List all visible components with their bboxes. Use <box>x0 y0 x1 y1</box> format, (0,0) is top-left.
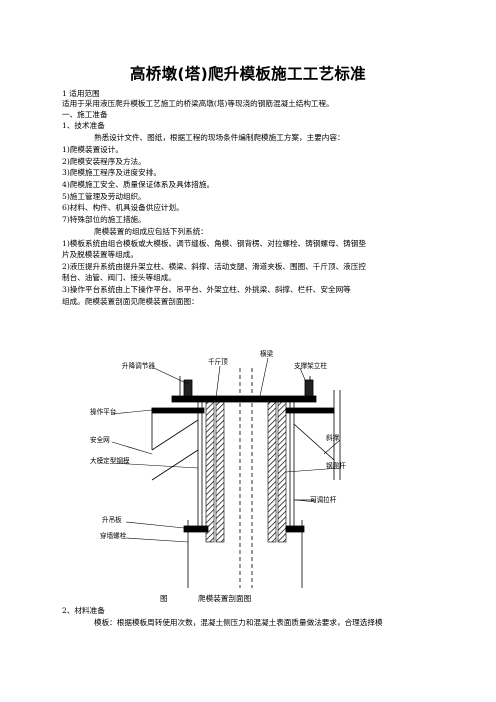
list-item: 7)特殊部位的施工措施。 <box>62 215 146 224</box>
formwork-section-drawing <box>111 357 341 588</box>
formwork-text: 模板：根据模板周转使用次数，混凝土侧压力和混凝土表面质量做法要求，合理选择模 <box>94 618 383 627</box>
list-item: 1)爬模装置设计。 <box>62 145 123 154</box>
label-formwork: 大模定型钢模 <box>90 457 130 465</box>
material-prep-heading: 2、材料准备 <box>62 606 105 615</box>
list-item: 3)爬模施工程序及进度安排。 <box>62 168 161 177</box>
label-adjustable-rod: 可调拉杆 <box>310 496 337 504</box>
list-item: 6)材料、构件、机具设备供应计划。 <box>62 203 184 212</box>
label-anchor-bolt: 穿墙螺栓 <box>100 532 127 540</box>
list-item: 4)爬模施工安全、质量保证体系及具体措施。 <box>62 180 215 189</box>
label-diagonal-brace: 斜撑 <box>326 434 340 442</box>
list-item: 1)模板系统由组合模板或大模板、调节缝板、角模、钢背楞、对拉螺栓、铸钢螺母、铸钢… <box>62 239 366 248</box>
list-item: 3)操作平台系统由上下操作平台、吊平台、外架立柱、外挑梁、斜撑、栏杆、安全网等 <box>62 285 351 294</box>
formwork-section-figure: 升降调节器 千斤顶 横梁 支撑架立柱 操作平台 安全网 大模定型钢模 斜撑 钢爬… <box>90 350 350 590</box>
figure-caption: 图 爬模装置剖面图 <box>160 593 279 604</box>
scope-text: 适用于采用液压爬升模板工艺施工的桥梁高墩(塔)等现浇的钢筋混凝土结构工程。 <box>62 99 334 108</box>
document-title: 高桥墩(塔)爬升模板施工工艺标准 <box>130 65 366 83</box>
label-operation-platform: 操作平台 <box>90 408 117 416</box>
systems-intro: 爬模装置的组成应包括下列系统： <box>94 227 208 236</box>
label-support-column: 支撑架立柱 <box>294 362 327 370</box>
label-lifting-plate: 升吊板 <box>102 516 122 524</box>
tech-prep-heading: 1、技术准备 <box>62 121 105 130</box>
section-preparation-heading: 一、施工准备 <box>62 110 108 119</box>
label-lifting-adjuster: 升降调节器 <box>122 362 155 370</box>
section-scope-heading: 1 适用范围 <box>62 89 100 98</box>
list-item-continued: 制台、油管、阀门、接头等组成。 <box>62 273 176 282</box>
label-jack: 千斤顶 <box>208 358 228 366</box>
label-steel-climbing-rod: 钢爬杆 <box>326 462 346 470</box>
figure-caption-prefix: 图 <box>160 594 168 603</box>
label-safety-net: 安全网 <box>90 436 110 444</box>
list-item: 2)爬模安装程序及方法。 <box>62 157 146 166</box>
list-item-continued: 片及脱模装置等组成。 <box>62 250 138 259</box>
list-item-continued: 组成。爬模装置剖面见爬模装置剖面图： <box>62 297 199 306</box>
list-item: 5)施工管理及劳动组织。 <box>62 192 146 201</box>
figure-caption-text: 爬模装置剖面图 <box>198 594 252 603</box>
tech-prep-intro: 熟悉设计文件、图纸，根据工程的现场条件编制爬模施工方案，主要内容： <box>94 133 345 142</box>
list-item: 2)液压提升系统由提升架立柱、横梁、斜撑、活动支腿、滑道夹板、围圈、千斤顶、液压… <box>62 262 366 271</box>
label-crossbeam: 横梁 <box>260 350 274 358</box>
